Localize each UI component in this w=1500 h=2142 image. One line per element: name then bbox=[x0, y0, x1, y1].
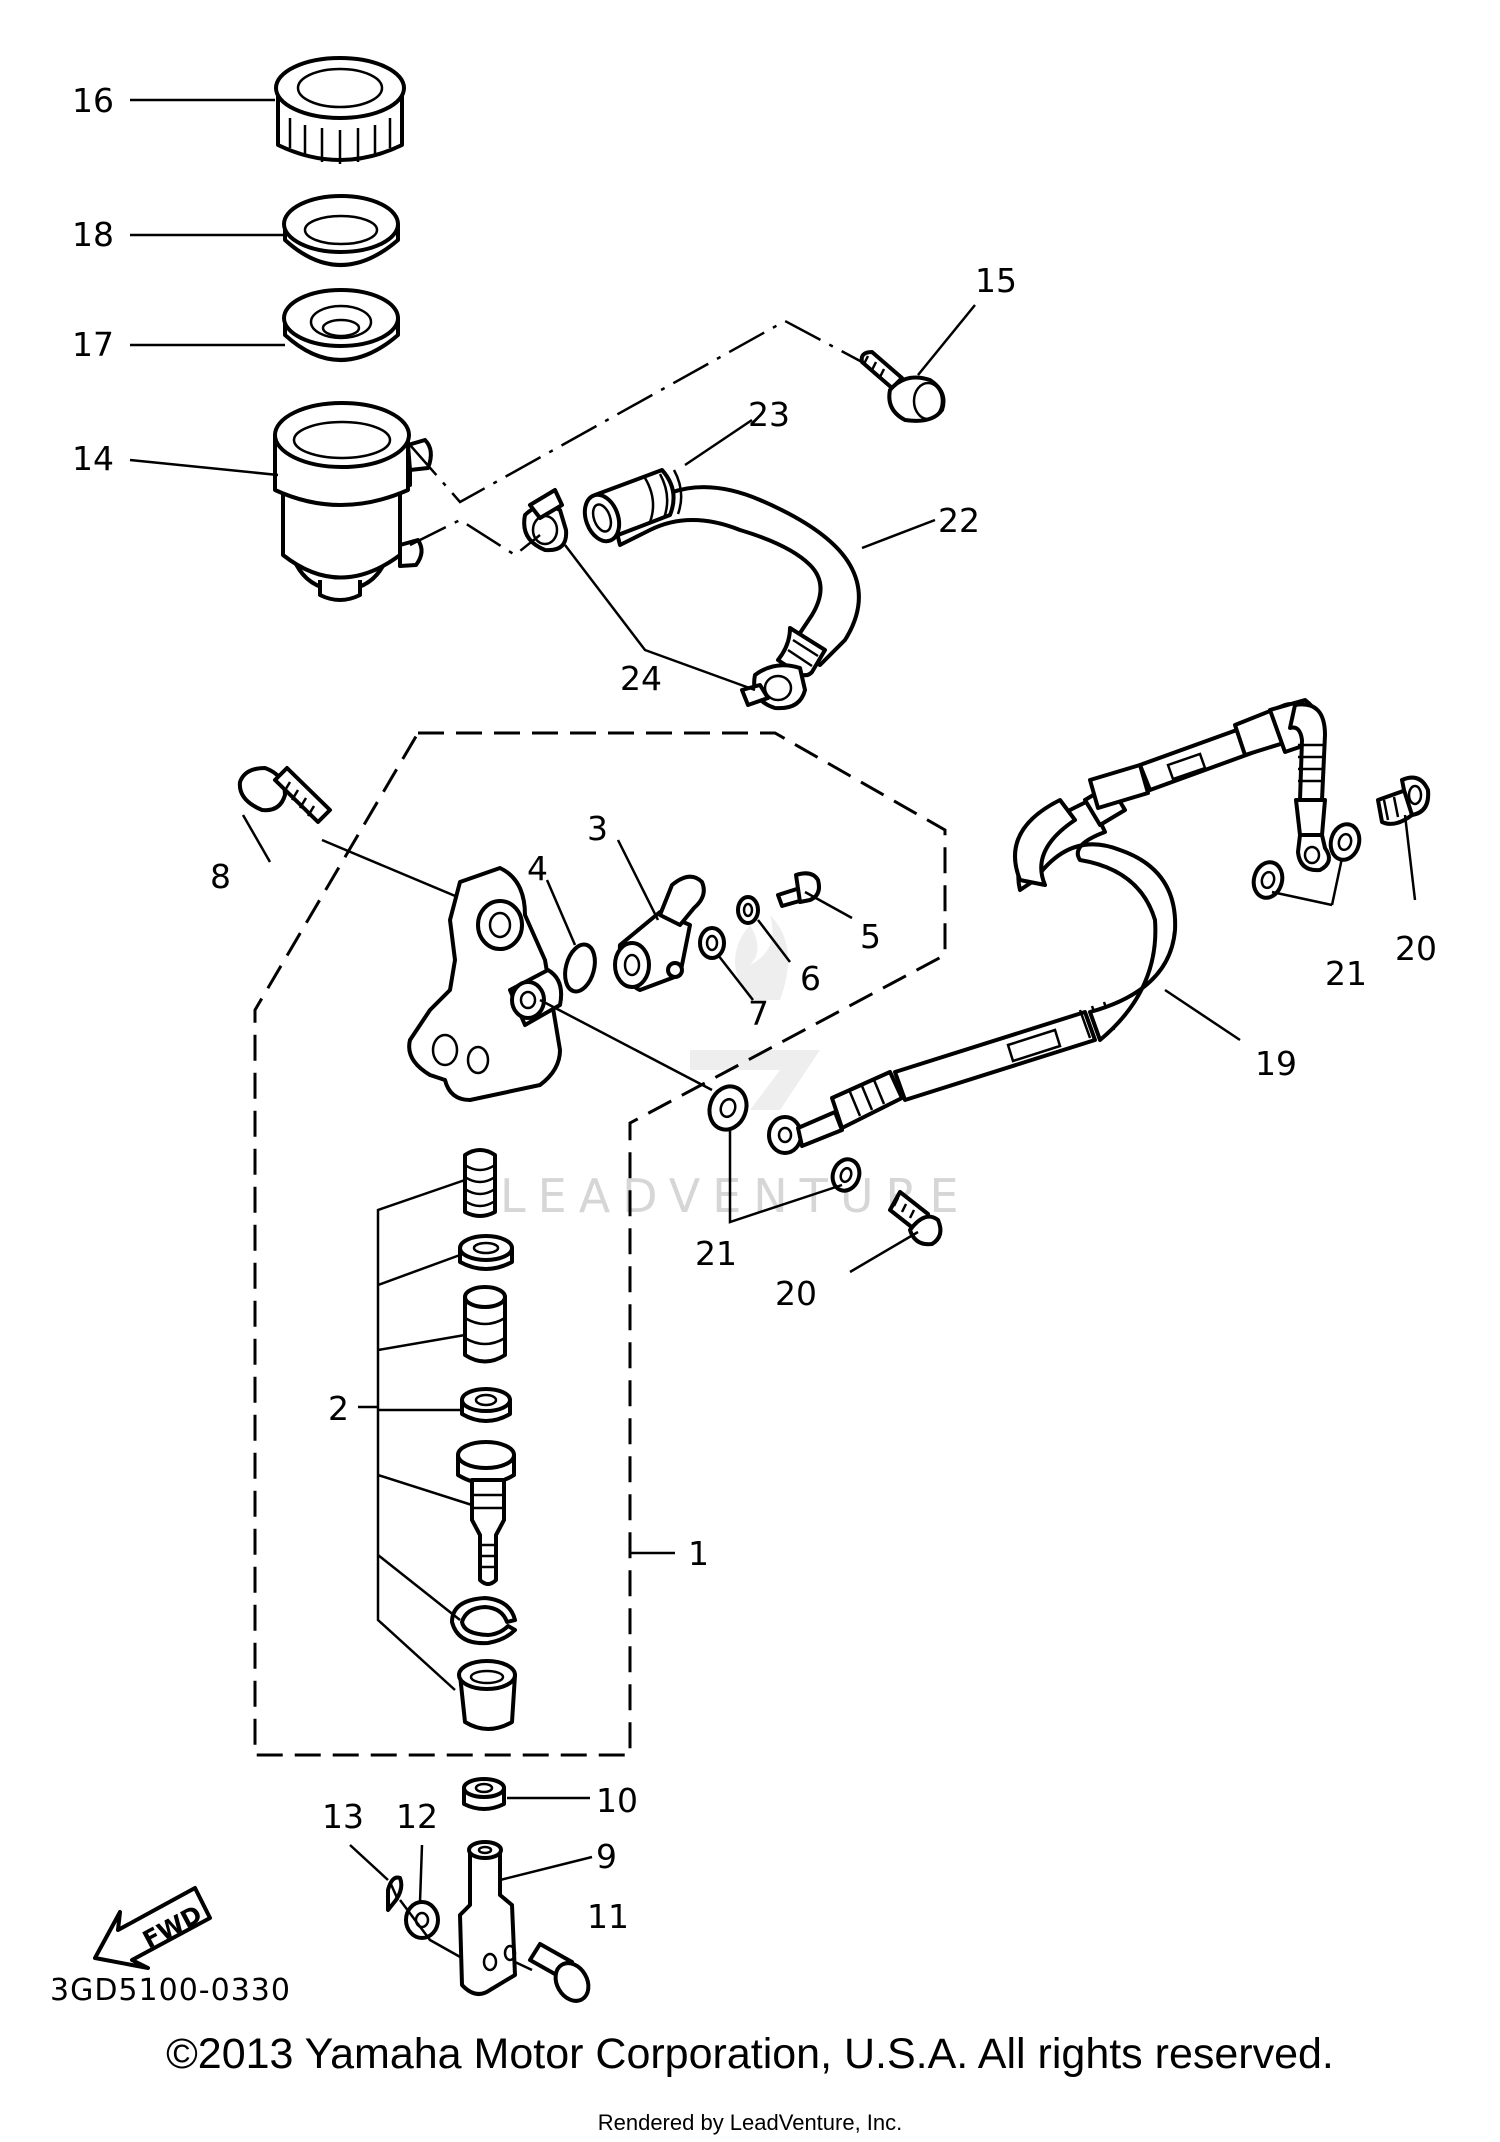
part-5-screw bbox=[776, 871, 821, 908]
callout-2: 2 bbox=[328, 1389, 349, 1428]
callout-6: 6 bbox=[800, 959, 821, 998]
assembly-line-clip bbox=[409, 518, 541, 557]
part-16-reservoir-cap bbox=[274, 56, 406, 164]
master-cylinder-body bbox=[407, 866, 564, 1102]
callout-5: 5 bbox=[860, 917, 881, 956]
part-24-hose-clip-lower bbox=[740, 663, 807, 711]
callout-20-lower: 20 bbox=[775, 1274, 817, 1313]
callout-bracket-2 bbox=[376, 1178, 473, 1691]
part-21-washer-lower-a bbox=[707, 1084, 749, 1132]
part-7-washer bbox=[698, 926, 726, 960]
part-4-o-ring bbox=[563, 942, 597, 994]
part-15-screw bbox=[859, 350, 946, 423]
diagram-code: 3GD5100-0330 bbox=[50, 1973, 291, 2008]
fwd-arrow-icon: FWD bbox=[93, 1886, 212, 1970]
callout-13: 13 bbox=[322, 1797, 364, 1836]
callout-22: 22 bbox=[938, 501, 980, 540]
part-21-washer-lower-b bbox=[830, 1157, 862, 1193]
callouts: 16 18 17 14 15 23 22 24 8 3 4 5 6 7 19 2… bbox=[50, 81, 1437, 2008]
part-12-washer bbox=[404, 1900, 440, 1940]
part-20-union-bolt-lower bbox=[888, 1190, 943, 1247]
part-17-diaphragm bbox=[282, 288, 400, 362]
assembly-line-reservoir bbox=[409, 319, 863, 504]
part-14-reservoir-tank bbox=[273, 401, 433, 602]
part-13-cotter-pin bbox=[386, 1875, 404, 1912]
callout-10: 10 bbox=[596, 1781, 638, 1820]
callout-19: 19 bbox=[1255, 1044, 1297, 1083]
callout-24: 24 bbox=[620, 659, 662, 698]
callout-16: 16 bbox=[72, 81, 114, 120]
callout-4: 4 bbox=[527, 849, 548, 888]
callout-1: 1 bbox=[688, 1534, 709, 1573]
part-18-diaphragm-plate bbox=[282, 194, 400, 267]
assembly-line-pin bbox=[399, 1899, 533, 1972]
callout-14: 14 bbox=[72, 439, 114, 478]
part-9-clevis bbox=[458, 1840, 517, 1996]
part-21-washer-upper-b bbox=[1328, 822, 1362, 862]
callout-21-lower: 21 bbox=[695, 1234, 737, 1273]
callout-20-upper: 20 bbox=[1395, 929, 1437, 968]
callout-17: 17 bbox=[72, 325, 114, 364]
assembly-line-clip-24 bbox=[564, 544, 756, 692]
part-20-union-bolt-upper bbox=[1376, 775, 1431, 826]
callout-11: 11 bbox=[587, 1897, 629, 1936]
part-8-bolt bbox=[237, 766, 332, 824]
part-19-brake-hose bbox=[767, 698, 1331, 1155]
part-2-piston-kit bbox=[450, 1148, 517, 1731]
copyright-notice: ©2013 Yamaha Motor Corporation, U.S.A. A… bbox=[166, 2030, 1334, 2078]
callout-8: 8 bbox=[210, 857, 231, 896]
assembly-line-cylinder-hose bbox=[539, 998, 713, 1092]
leader-lines bbox=[129, 98, 1417, 1903]
callout-18: 18 bbox=[72, 215, 114, 254]
assembly-boundary-1 bbox=[253, 731, 947, 1757]
callout-12: 12 bbox=[396, 1797, 438, 1836]
callout-23: 23 bbox=[748, 395, 790, 434]
part-11-clevis-pin bbox=[528, 1942, 591, 2003]
callout-9: 9 bbox=[596, 1837, 617, 1876]
callout-21-upper: 21 bbox=[1325, 954, 1367, 993]
part-10-nut bbox=[462, 1777, 506, 1811]
part-6-washer bbox=[736, 895, 760, 925]
callout-3: 3 bbox=[587, 809, 608, 848]
assembly-line-8 bbox=[321, 838, 461, 900]
rendered-by-notice: Rendered by LeadVenture, Inc. bbox=[597, 2110, 903, 2135]
part-3-hose-joint bbox=[613, 874, 706, 992]
callout-7: 7 bbox=[748, 994, 769, 1033]
part-23-hose-end bbox=[582, 468, 683, 544]
part-21-washer-upper-a bbox=[1251, 860, 1285, 900]
callout-15: 15 bbox=[975, 261, 1017, 300]
